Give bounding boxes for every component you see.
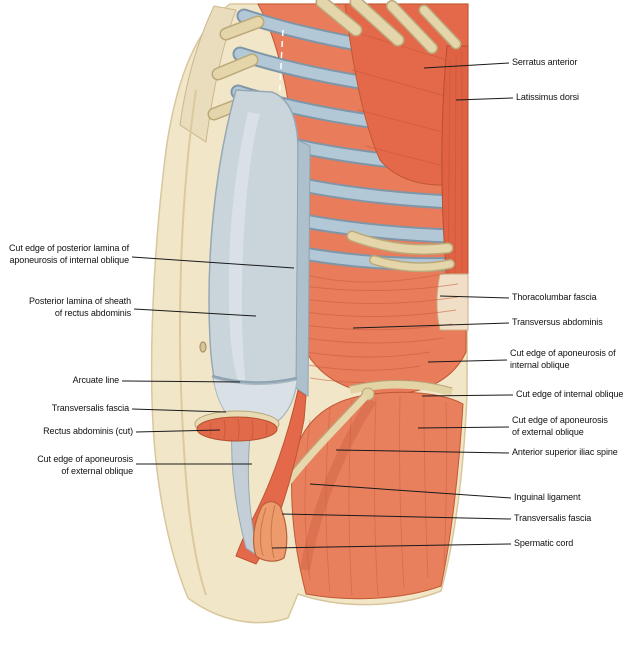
spermatic-cord-line	[260, 507, 267, 557]
label-cut-edge-aponeurosis-external-oblique-left: Cut edge of aponeurosis of external obli…	[37, 454, 133, 476]
leader-line	[133, 308, 257, 317]
thigh-muscles	[291, 391, 464, 600]
leader-line	[131, 408, 227, 413]
label-inguinal-ligament: Inguinal ligament	[514, 492, 581, 502]
label-cut-edge-posterior-lamina: Cut edge of posterior lamina of aponeuro…	[9, 243, 129, 265]
cartilage	[351, 0, 403, 45]
aponeurosis-strip	[295, 139, 311, 397]
skin-inner-edge	[179, 89, 207, 596]
rectus-cut-muscle	[196, 416, 278, 442]
cartilage	[420, 6, 460, 48]
thoracolumbar-fascia	[436, 273, 469, 331]
rectus-abdominis-cut	[194, 410, 280, 442]
label-transversus-abdominis: Transversus abdominis	[512, 317, 603, 327]
leader-line	[423, 62, 510, 69]
leader-line	[455, 97, 514, 101]
cartilage	[370, 256, 454, 271]
leader-line	[439, 295, 510, 299]
arcuate-line	[211, 374, 298, 384]
cartilage	[213, 55, 257, 79]
rectus-cut-striations	[209, 418, 268, 441]
navel	[199, 341, 207, 353]
sartorius-shadow	[300, 397, 377, 571]
label-anterior-superior-iliac-spine: Anterior superior iliac spine	[512, 447, 618, 457]
leader-line	[421, 394, 514, 397]
spermatic-cord	[252, 500, 288, 562]
label-spermatic-cord: Spermatic cord	[514, 538, 574, 548]
latissimus-dorsi-muscle	[441, 45, 469, 293]
leader-line	[271, 543, 512, 549]
label-thoracolumbar-fascia: Thoracolumbar fascia	[512, 292, 597, 302]
iliac-crest-edge	[349, 379, 453, 389]
leader-line	[427, 359, 508, 363]
external-oblique-cut-band	[235, 389, 307, 565]
label-transversalis-fascia-left: Transversalis fascia	[51, 403, 129, 413]
cartilage	[221, 17, 263, 39]
serratus-fibers	[347, 29, 461, 169]
leader-line	[135, 429, 221, 433]
leader-line	[281, 513, 512, 520]
cartilage	[348, 232, 452, 254]
spermatic-cord-body	[252, 500, 288, 562]
leader-line	[309, 483, 512, 499]
leader-line	[352, 322, 510, 329]
label-posterior-lamina-sheath: Posterior lamina of sheath of rectus abd…	[29, 296, 131, 318]
costal-cartilage-upper-right	[315, 0, 462, 273]
rectus-sheath	[208, 89, 311, 429]
iliac-crest	[349, 380, 454, 396]
label-latissimus-dorsi: Latissimus dorsi	[516, 92, 579, 102]
leader-lines	[121, 62, 514, 549]
cartilage	[317, 0, 361, 35]
label-transversalis-fascia-right: Transversalis fascia	[514, 513, 592, 523]
spermatic-cord-line	[270, 504, 276, 559]
leader-line	[121, 380, 241, 383]
label-cut-edge-aponeurosis-external-oblique-right: Cut edge of aponeurosis of external obli…	[512, 415, 608, 437]
leader-line	[335, 449, 510, 454]
label-arcuate-line: Arcuate line	[72, 375, 119, 385]
label-cut-edge-internal-oblique: Cut edge of internal oblique	[516, 389, 624, 399]
label-serratus-anterior: Serratus anterior	[512, 57, 578, 67]
sheath-highlight	[228, 112, 260, 404]
leader-line	[131, 256, 295, 269]
cartilage	[387, 1, 437, 53]
label-cut-edge-aponeurosis-internal-oblique: Cut edge of aponeurosis of internal obli…	[510, 348, 616, 370]
label-rectus-abdominis-cut: Rectus abdominis (cut)	[43, 426, 133, 436]
leader-line	[417, 426, 510, 429]
